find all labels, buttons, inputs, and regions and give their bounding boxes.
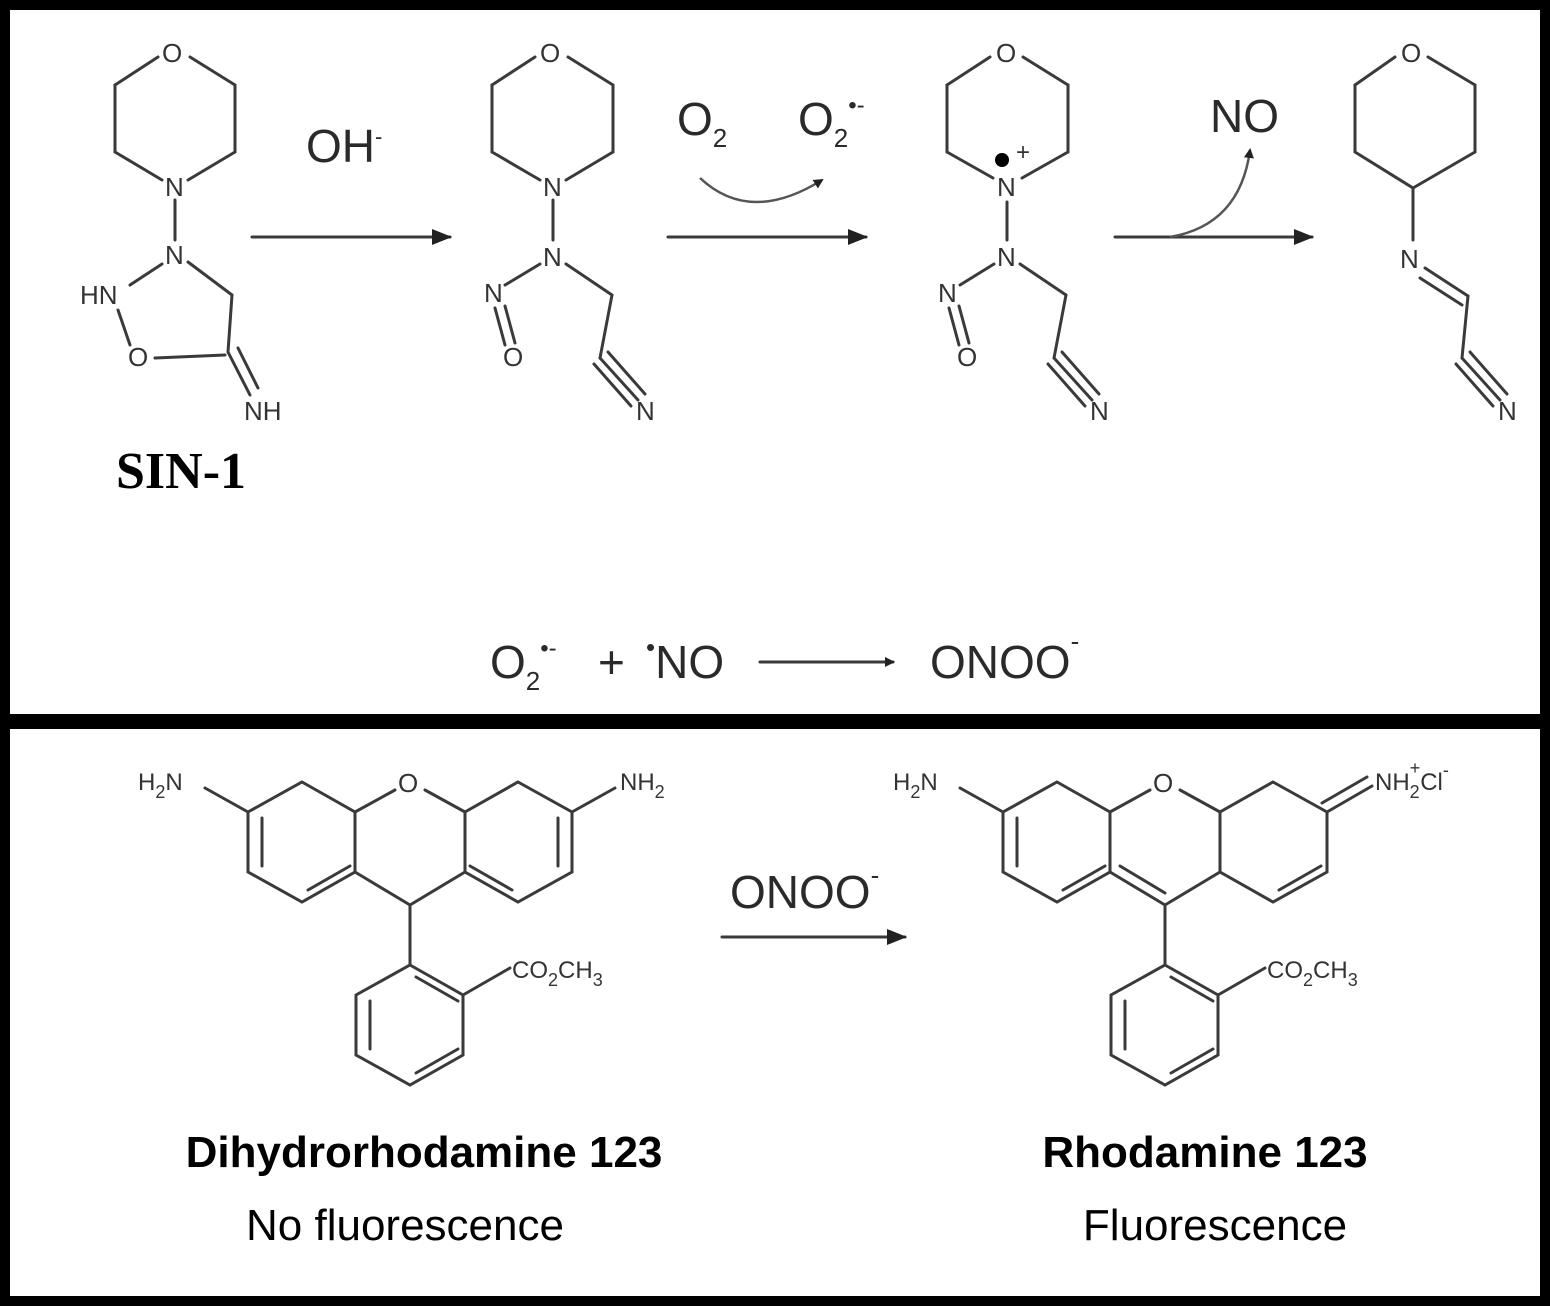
- atom-o: O: [1401, 38, 1421, 68]
- reagent-peroxynitrite: ONOO-: [730, 860, 879, 918]
- atom-n: N: [636, 396, 655, 426]
- atom-n: N: [484, 278, 503, 308]
- ring-oxygen: O: [1153, 768, 1173, 798]
- curved-arrow: [1169, 148, 1254, 239]
- superoxide-reactant: O2•-: [490, 635, 557, 696]
- rhodamine-label: Rhodamine 123: [1042, 1128, 1367, 1177]
- ester-group: CO2CH3: [512, 957, 603, 990]
- atom-n: N: [165, 172, 184, 202]
- atom-o: O: [162, 38, 182, 68]
- sin1-label: SIN-1: [116, 443, 246, 500]
- reagent-oxygen: O2: [677, 93, 727, 153]
- atom-o: O: [540, 38, 560, 68]
- atom-n: N: [997, 172, 1016, 202]
- dihydrorhodamine-structure: O H2N NH2 CO2CH3: [138, 768, 665, 1087]
- nitric-oxide-reactant: •NO: [646, 632, 724, 688]
- curved-arrow: [699, 177, 824, 204]
- atom-n: N: [1498, 396, 1517, 426]
- dihydrorhodamine-label: Dihydrorhodamine 123: [186, 1128, 663, 1177]
- sin1c-structure: O N N: [1353, 38, 1517, 426]
- amine-left: H2N: [893, 769, 938, 802]
- atom-o: O: [957, 342, 977, 372]
- atom-n: N: [543, 172, 562, 202]
- sin1-structure: O N N HN O NH: [80, 38, 282, 426]
- sin1-radical-cation-structure: O N + N N O N: [938, 38, 1109, 426]
- radical-dot-icon: [995, 153, 1009, 167]
- atom-n: N: [165, 240, 184, 270]
- atom-n: N: [1400, 244, 1419, 274]
- atom-n: N: [997, 242, 1016, 272]
- ester-group: CO2CH3: [1267, 957, 1358, 990]
- reagent-hydroxide: OH-: [306, 120, 382, 172]
- peroxynitrite-product: ONOO-: [930, 626, 1079, 688]
- atom-o: O: [996, 38, 1016, 68]
- atom-o: O: [503, 342, 523, 372]
- product-superoxide: O2•-: [798, 92, 865, 153]
- ring-oxygen: O: [398, 768, 418, 798]
- atom-plus: +: [1016, 139, 1030, 166]
- amine-right: NH2: [620, 769, 665, 802]
- atom-n: N: [543, 242, 562, 272]
- atom-hn: HN: [80, 280, 118, 310]
- atom-n: N: [938, 278, 957, 308]
- plus-sign: +: [598, 636, 625, 688]
- peroxynitrite-formation-equation: O2•- + •NO ONOO-: [490, 626, 1079, 696]
- dihydrorhodamine-property: No fluorescence: [246, 1201, 564, 1250]
- released-nitric-oxide: NO: [1210, 90, 1279, 142]
- iminium-group: NH2+Cl-: [1375, 758, 1449, 802]
- reaction-panel-rhodamine: [0, 719, 1550, 1306]
- atom-n: N: [1090, 396, 1109, 426]
- sin1a-structure: O N N N O N: [484, 38, 655, 426]
- amine-left: H2N: [138, 769, 183, 802]
- rhodamine-property: Fluorescence: [1083, 1201, 1347, 1250]
- atom-nh: NH: [244, 396, 282, 426]
- rhodamine-structure: O H2N NH2+Cl- CO2CH3: [893, 758, 1449, 1087]
- atom-o: O: [128, 342, 148, 372]
- reaction-panel-sin1: [0, 0, 1550, 724]
